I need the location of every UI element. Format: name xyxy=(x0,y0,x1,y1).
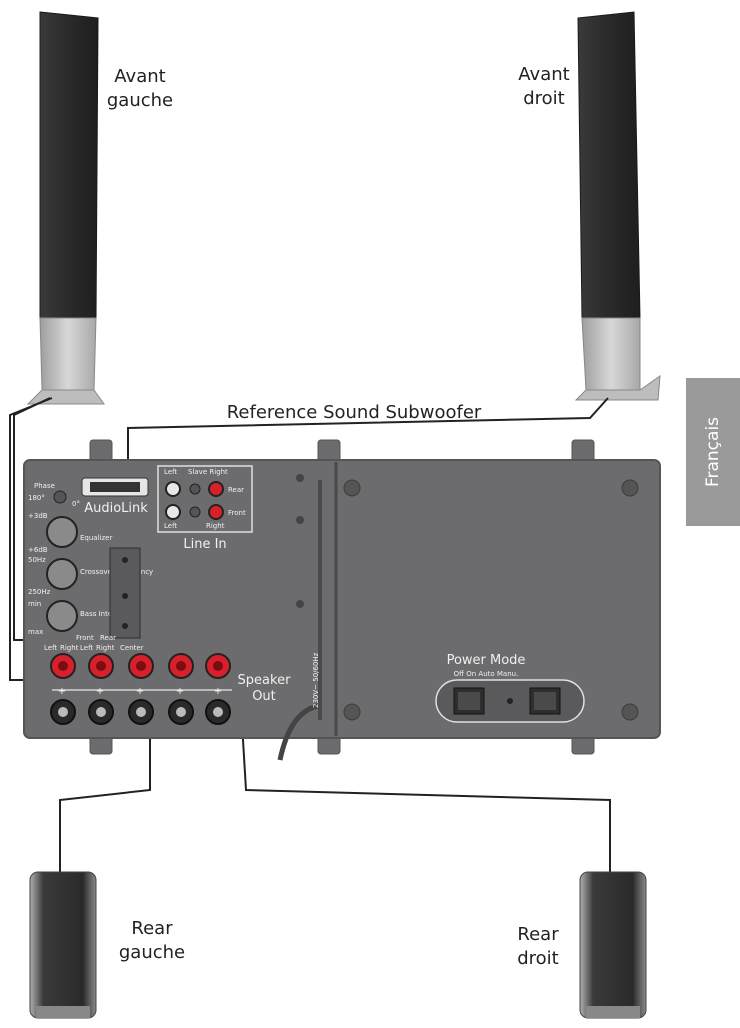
rear-right-label-line2: droit xyxy=(517,948,559,969)
line-in-front-jack[interactable] xyxy=(208,504,224,520)
phase-label: Phase xyxy=(34,482,55,490)
channel-rear-left: Left xyxy=(80,644,93,652)
line-in-right-bottom-jack[interactable] xyxy=(189,506,201,518)
front-left-speaker xyxy=(26,11,105,405)
line-in-left-bottom-jack[interactable] xyxy=(165,504,181,520)
line-in-left-top-label: Left xyxy=(164,468,177,476)
svg-text:+: + xyxy=(136,686,144,697)
front-right-speaker xyxy=(574,11,661,401)
power-mode-options: Off On Auto Manu. xyxy=(454,670,519,678)
front-right-label-line1: Avant xyxy=(518,64,569,85)
rear-right-label-line1: Rear xyxy=(517,924,559,945)
equalizer-value-6db: +6dB xyxy=(28,546,48,554)
terminal-red-5[interactable] xyxy=(205,653,231,679)
rear-right-speaker xyxy=(579,871,647,1019)
front-left-label-line1: Avant xyxy=(114,66,165,87)
speaker-header-front: Front xyxy=(76,634,94,642)
line-in-left-bottom-label: Left xyxy=(164,522,177,530)
line-in-label: Line In xyxy=(183,537,226,552)
subwoofer-label: Reference Sound Subwoofer xyxy=(227,402,482,423)
bass-intensity-label: Bass Intensity xyxy=(80,610,129,618)
audiolink-label: AudioLink xyxy=(84,501,148,516)
bass-value-max: max xyxy=(28,628,43,636)
equalizer-label: Equalizer xyxy=(80,534,112,542)
terminal-black-1[interactable] xyxy=(50,699,76,725)
phase-value-0: 0° xyxy=(72,500,80,508)
power-mode-label: Power Mode xyxy=(447,653,526,668)
svg-text:+: + xyxy=(214,686,222,697)
line-in-front-label: Front xyxy=(228,509,246,517)
front-right-label-line2: droit xyxy=(523,88,565,109)
line-in-rear-jack[interactable] xyxy=(208,481,224,497)
rear-left-speaker xyxy=(29,871,97,1019)
svg-text:+: + xyxy=(96,686,104,697)
terminal-black-3[interactable] xyxy=(128,699,154,725)
crossover-value-250hz: 250Hz xyxy=(28,588,51,596)
channel-rear-right: Right xyxy=(96,644,115,652)
channel-front-right: Right xyxy=(60,644,79,652)
equalizer-knob[interactable] xyxy=(46,516,78,548)
terminal-black-4[interactable] xyxy=(168,699,194,725)
terminal-red-2[interactable] xyxy=(88,653,114,679)
language-tab-label: Français xyxy=(703,416,724,488)
mains-label: 230V~ 50/60Hz xyxy=(312,652,320,708)
front-left-label-line2: gauche xyxy=(107,90,173,111)
terminal-black-5[interactable] xyxy=(205,699,231,725)
crossover-knob[interactable] xyxy=(46,558,78,590)
speaker-header-rear: Rear xyxy=(100,634,116,642)
terminal-black-2[interactable] xyxy=(88,699,114,725)
subwoofer-panel: AudioLink Phase 180° 0° Equalizer +3dB +… xyxy=(23,439,661,761)
line-in-slave-jack[interactable] xyxy=(189,483,201,495)
terminal-red-3[interactable] xyxy=(128,653,154,679)
crossover-value-50hz: 50Hz xyxy=(28,556,46,564)
equalizer-value-3db: +3dB xyxy=(28,512,48,520)
svg-text:+: + xyxy=(176,686,184,697)
line-in-slave-right-label: Slave Right xyxy=(188,468,228,476)
channel-center: Center xyxy=(120,644,144,652)
bass-intensity-knob[interactable] xyxy=(46,600,78,632)
channel-front-left: Left xyxy=(44,644,57,652)
terminal-red-4[interactable] xyxy=(168,653,194,679)
line-in-left-jack[interactable] xyxy=(165,481,181,497)
speaker-out-label-1: Speaker xyxy=(238,673,292,688)
language-tab: Français xyxy=(686,378,740,526)
rear-left-label-line1: Rear xyxy=(131,918,173,939)
phase-value-180: 180° xyxy=(28,494,45,502)
line-in-rear-label: Rear xyxy=(228,486,244,494)
speaker-out-label-2: Out xyxy=(252,689,276,704)
svg-text:+: + xyxy=(58,686,66,697)
bass-value-min: min xyxy=(28,600,41,608)
line-in-right-bottom-label: Right xyxy=(206,522,225,530)
terminal-red-1[interactable] xyxy=(50,653,76,679)
rear-left-label-line2: gauche xyxy=(119,942,185,963)
